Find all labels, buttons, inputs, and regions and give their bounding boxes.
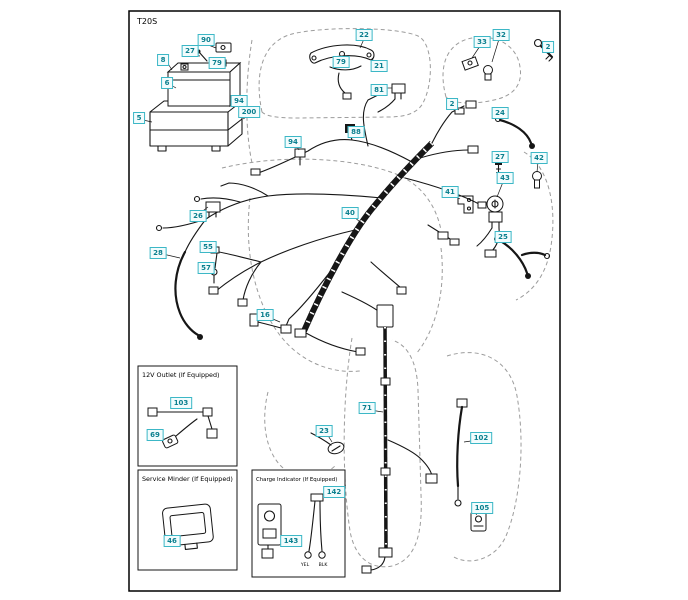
cap-42-drawing bbox=[532, 171, 542, 189]
page-title: T20S bbox=[136, 17, 157, 26]
callout-142: 142 bbox=[323, 486, 345, 498]
callout-33: 33 bbox=[473, 36, 491, 48]
callout-40: 40 bbox=[341, 207, 359, 219]
inset-service-minder: Service Minder (If Equipped) bbox=[137, 469, 238, 571]
callout-71: 71 bbox=[358, 402, 376, 414]
switch-drawing bbox=[377, 83, 406, 113]
callout-42: 42 bbox=[530, 152, 548, 164]
callout-102: 102 bbox=[470, 432, 492, 444]
callout-46: 46 bbox=[163, 535, 181, 547]
ignition-switch-drawing bbox=[476, 195, 504, 258]
callout-28: 28 bbox=[149, 247, 167, 259]
harness-branches-drawing bbox=[155, 94, 487, 356]
callout-5: 5 bbox=[133, 112, 145, 124]
callout-200: 200 bbox=[238, 106, 260, 118]
callout-2: 2 bbox=[542, 41, 554, 53]
inset-charge-title: Charge Indicator (If Equipped) bbox=[256, 477, 337, 483]
callout-103: 103 bbox=[170, 397, 192, 409]
callout-27: 27 bbox=[491, 151, 509, 163]
callout-79: 79 bbox=[208, 57, 226, 69]
callout-25: 25 bbox=[494, 231, 512, 243]
callout-79: 79 bbox=[332, 56, 350, 68]
lower-harness-drawing bbox=[361, 304, 438, 574]
wire-label-yel: YEL bbox=[300, 562, 310, 568]
callout-2: 2 bbox=[446, 98, 458, 110]
callout-88: 88 bbox=[347, 126, 365, 138]
part-23-drawing bbox=[310, 432, 345, 455]
inset-service-title: Service Minder (If Equipped) bbox=[142, 475, 233, 483]
callout-27: 27 bbox=[181, 45, 199, 57]
callout-143: 143 bbox=[280, 535, 302, 547]
callout-24: 24 bbox=[491, 107, 509, 119]
callout-6: 6 bbox=[161, 77, 173, 89]
callout-8: 8 bbox=[157, 54, 169, 66]
inset-outlet-title: 12V Outlet (If Equipped) bbox=[142, 371, 220, 379]
callout-41: 41 bbox=[441, 186, 459, 198]
callout-90: 90 bbox=[197, 34, 215, 46]
harness-trunk-drawing bbox=[301, 140, 435, 333]
callout-55: 55 bbox=[199, 241, 217, 253]
callout-94: 94 bbox=[284, 136, 302, 148]
callout-21: 21 bbox=[370, 60, 388, 72]
cable-102-drawing bbox=[454, 398, 468, 507]
callout-105: 105 bbox=[471, 502, 493, 514]
callout-43: 43 bbox=[496, 172, 514, 184]
callout-23: 23 bbox=[315, 425, 333, 437]
callout-32: 32 bbox=[492, 29, 510, 41]
callout-69: 69 bbox=[146, 429, 164, 441]
callout-22: 22 bbox=[355, 29, 373, 41]
callout-81: 81 bbox=[370, 84, 388, 96]
inset-12v-outlet: 12V Outlet (If Equipped) bbox=[137, 365, 238, 467]
solenoid-drawing bbox=[461, 56, 493, 81]
wire-label-blk: BLK bbox=[319, 562, 329, 568]
callout-16: 16 bbox=[256, 309, 274, 321]
callout-57: 57 bbox=[197, 262, 215, 274]
callout-26: 26 bbox=[189, 210, 207, 222]
handle-bracket-drawing bbox=[309, 44, 375, 100]
